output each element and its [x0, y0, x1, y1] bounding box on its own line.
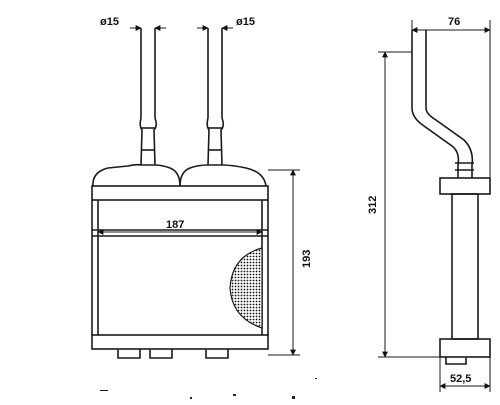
right-outlet-pipe: [206, 28, 225, 166]
side-top-tank: [439, 177, 491, 195]
side-bottom-foot: [445, 357, 467, 365]
front-view: [91, 28, 269, 359]
left-inlet-pipe: [139, 28, 158, 166]
side-bottom-tank: [439, 338, 491, 358]
fin-hatch-area: [229, 247, 263, 329]
side-core: [451, 193, 479, 340]
top-header-tank: [91, 185, 269, 201]
dim-core-height: 193: [301, 250, 313, 268]
bottom-mount-feet: [117, 349, 229, 359]
dim-core-width: 187: [166, 219, 184, 231]
right-tank-dome: [179, 164, 267, 187]
dim-left-pipe-diameter: ø15: [100, 16, 119, 28]
scan-specks: [100, 378, 317, 399]
dim-overall-height: 312: [367, 196, 379, 214]
side-view: [411, 30, 491, 365]
dim-side-offset: 76: [448, 16, 460, 28]
side-inlet-pipe: [411, 30, 474, 178]
left-tank-dome: [92, 163, 181, 187]
dimension-lines: [97, 20, 491, 392]
dim-side-depth: 52,5: [450, 373, 471, 385]
dim-right-pipe-diameter: ø15: [236, 16, 255, 28]
bottom-header-tank: [91, 334, 269, 350]
